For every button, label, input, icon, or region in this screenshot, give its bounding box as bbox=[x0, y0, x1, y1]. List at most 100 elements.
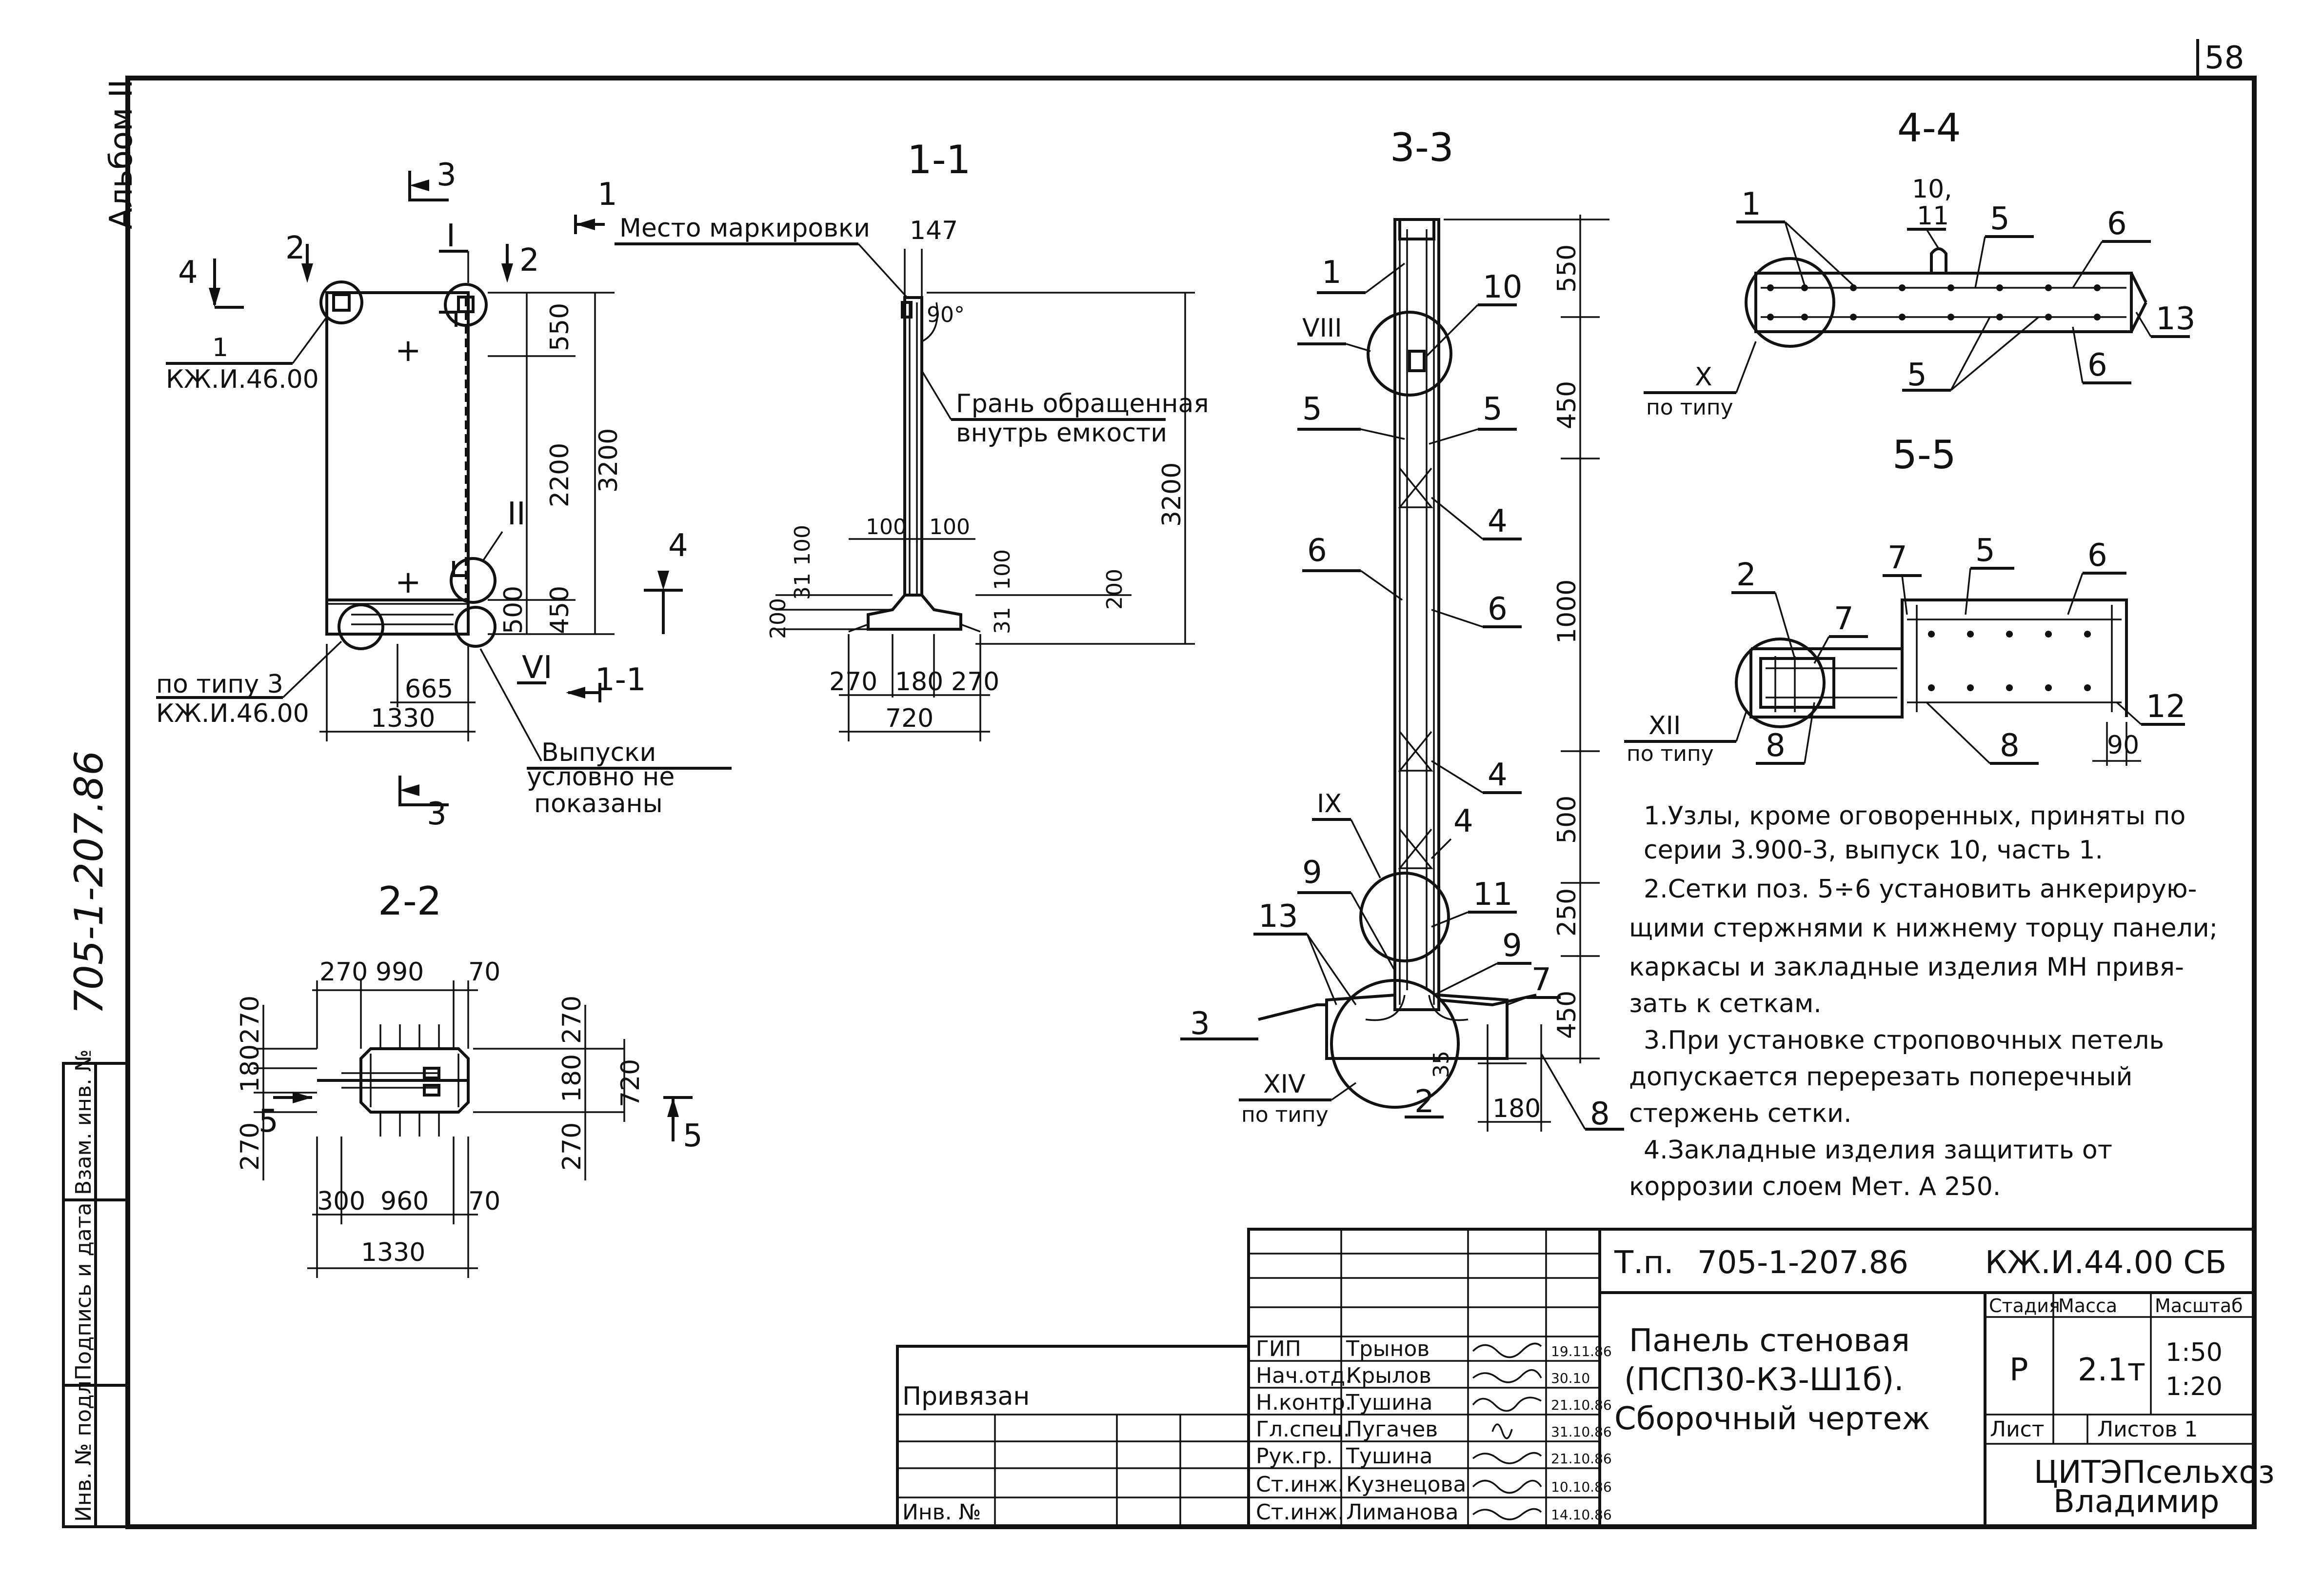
section-3-3-pos-8: 8 bbox=[1590, 1096, 1610, 1132]
section-1-1-dim-270b: 270 bbox=[951, 667, 999, 697]
section-4-4-pos-5-bottom: 5 bbox=[1907, 357, 1927, 393]
tb-scale-1: 1:50 bbox=[2165, 1338, 2223, 1367]
section-5-5-pos-8-right: 8 bbox=[2000, 728, 2020, 764]
elev-node-ref-bottom-doc: КЖ.И.46.00 bbox=[156, 699, 309, 728]
section-3-3-pos-11: 11 bbox=[1473, 877, 1512, 913]
staff-date-5: 10.10.86 bbox=[1551, 1479, 1612, 1495]
tb-title-3: Сборочный чертеж bbox=[1614, 1401, 1930, 1437]
elev-mark-4-top: 4 bbox=[178, 255, 198, 291]
section-1-1-dim-270a: 270 bbox=[829, 667, 877, 697]
section-3-3-dim-450a: 450 bbox=[1552, 381, 1582, 429]
section-1-1-dim-100b: 100 bbox=[929, 515, 970, 539]
staff-role-3: Гл.спец. bbox=[1256, 1417, 1350, 1442]
section-3-3-pos-3: 3 bbox=[1190, 1006, 1210, 1042]
section-2-2-dim-270-l1: 270 bbox=[236, 996, 265, 1044]
sheet-number: 58 bbox=[2205, 40, 2244, 76]
elev-mark-1-bottom: 1-1 bbox=[595, 662, 646, 698]
section-3-3-node-XIV: XIV bbox=[1263, 1070, 1306, 1099]
section-3-3-node-IX: IX bbox=[1317, 789, 1342, 818]
staff-name-2: Тушина bbox=[1346, 1390, 1433, 1415]
note-line-1: 1.Узлы, кроме оговоренных, приняты по bbox=[1644, 801, 2185, 831]
inv-label: Инв. № bbox=[902, 1500, 981, 1525]
section-2-2-title: 2-2 bbox=[378, 878, 442, 924]
node-VIII-circle bbox=[1367, 311, 1452, 397]
staff-role-0: ГИП bbox=[1256, 1337, 1301, 1361]
note-line-5: каркасы и закладные изделия МН привя- bbox=[1629, 953, 2184, 982]
tb-header-scale: Масштаб bbox=[2155, 1295, 2243, 1317]
elev-dim-665: 665 bbox=[405, 675, 453, 704]
section-5-5-pos-7-top: 7 bbox=[1887, 540, 1907, 576]
section-5-5-node-XII-note: по типу bbox=[1627, 741, 1714, 766]
section-1-1-angle: 90° bbox=[927, 302, 965, 327]
tb-mass: 2.1т bbox=[2078, 1352, 2145, 1388]
section-4-4-pos-6-top: 6 bbox=[2107, 206, 2127, 242]
section-4-4-pos-5-top: 5 bbox=[1990, 201, 2010, 237]
section-4-4-pos-6-bottom: 6 bbox=[2087, 347, 2107, 383]
elev-mark-3-top: 3 bbox=[437, 157, 457, 193]
tb-stage: Р bbox=[2009, 1352, 2028, 1388]
section-4-4-node-X-note: по типу bbox=[1646, 395, 1733, 420]
svg-text:+: + bbox=[395, 333, 421, 369]
section-3-3-title: 3-3 bbox=[1390, 125, 1454, 170]
tb-sheets-label: Листов 1 bbox=[2097, 1417, 2198, 1442]
section-4-4: 4-4 1 10, 11 5 6 5 6 13 X bbox=[1644, 105, 2195, 420]
section-1-1-dim-31r: 31 bbox=[990, 607, 1015, 634]
section-5-5-pos-6: 6 bbox=[2087, 538, 2107, 574]
section-2-2: 2-2 270 990 70 270 180 270 bbox=[236, 878, 703, 1278]
section-3-3: 3-3 550 450 1000 bbox=[1180, 125, 1624, 1132]
section-1-1-dim-100l: 100 bbox=[790, 525, 815, 566]
node-XIV-circle bbox=[1330, 979, 1460, 1109]
staff-name-6: Лиманова bbox=[1346, 1500, 1458, 1525]
elev-node-VI: VI bbox=[522, 650, 553, 686]
elev-mark-1-top: 1 bbox=[597, 177, 617, 213]
node-XII-circle bbox=[1735, 638, 1826, 728]
stamp-vzam-inv: Взам. инв. № bbox=[71, 1049, 96, 1195]
section-4-4-pos-13: 13 bbox=[2156, 301, 2195, 337]
section-5-5-pos-2: 2 bbox=[1736, 557, 1756, 593]
elev-dim-500: 500 bbox=[499, 586, 528, 634]
section-3-3-pos-1: 1 bbox=[1322, 255, 1342, 291]
section-1-1-dim-180: 180 bbox=[895, 667, 943, 697]
note-line-10: 4.Закладные изделия защитить от bbox=[1644, 1136, 2112, 1165]
section-2-2-dim-270-l2: 270 bbox=[236, 1122, 265, 1171]
section-3-3-wall bbox=[1393, 218, 1440, 1011]
section-4-4-pos-1: 1 bbox=[1741, 186, 1761, 222]
panel-outline bbox=[325, 291, 470, 636]
section-3-3-node-XIV-note: по типу bbox=[1241, 1102, 1329, 1127]
staff-date-0: 19.11.86 bbox=[1551, 1343, 1612, 1359]
node-IX-circle bbox=[1359, 872, 1450, 962]
section-4-4-title: 4-4 bbox=[1897, 105, 1961, 151]
elev-node-ref-1-doc: КЖ.И.46.00 bbox=[166, 365, 319, 394]
elev-dim-550: 550 bbox=[545, 303, 575, 351]
section-5-5-pos-12: 12 bbox=[2146, 689, 2185, 725]
elev-mark-2-right: 2 bbox=[519, 242, 539, 279]
section-1-1-face-note-1: Грань обращенная bbox=[956, 389, 1209, 419]
staff-role-6: Ст.инж. bbox=[1256, 1500, 1344, 1525]
section-2-2-dim-180-l: 180 bbox=[236, 1044, 265, 1093]
note-line-7: 3.При установке строповочных петель bbox=[1644, 1026, 2164, 1055]
bound-label: Привязан bbox=[902, 1382, 1030, 1411]
section-5-5-pos-8-left: 8 bbox=[1766, 728, 1786, 764]
section-4-4-pos-10: 10, bbox=[1912, 175, 1952, 204]
node-X-circle bbox=[1745, 257, 1835, 348]
section-2-2-dim-270-r2: 270 bbox=[557, 1122, 587, 1171]
section-3-3-pos-7: 7 bbox=[1531, 962, 1551, 998]
section-3-3-dim-500: 500 bbox=[1552, 796, 1582, 844]
section-1-1-dim-200r: 200 bbox=[1102, 569, 1127, 610]
section-3-3-pos-6-left: 6 bbox=[1307, 533, 1327, 569]
staff-date-2: 21.10.86 bbox=[1551, 1397, 1612, 1413]
section-1-1-dim-100r: 100 bbox=[990, 549, 1015, 590]
elev-dim-1330: 1330 bbox=[371, 704, 435, 733]
staff-role-1: Нач.отд. bbox=[1256, 1363, 1352, 1388]
note-line-4: щими стержнями к нижнему торцу панели; bbox=[1629, 914, 2218, 943]
staff-date-4: 21.10.86 bbox=[1551, 1451, 1612, 1467]
staff-name-4: Тушина bbox=[1346, 1444, 1433, 1469]
section-1-1-wall bbox=[903, 296, 923, 597]
elev-node-ref-bottom: по типу 3 bbox=[156, 670, 283, 699]
section-1-1-title: 1-1 bbox=[907, 137, 971, 182]
section-5-5: 5-5 2 7 7 5 6 8 8 12 XII bbox=[1624, 432, 2185, 766]
staff-name-1: Крылов bbox=[1346, 1363, 1431, 1388]
section-2-2-dim-720: 720 bbox=[616, 1059, 645, 1107]
section-3-3-node-VIII: VIII bbox=[1302, 314, 1342, 343]
